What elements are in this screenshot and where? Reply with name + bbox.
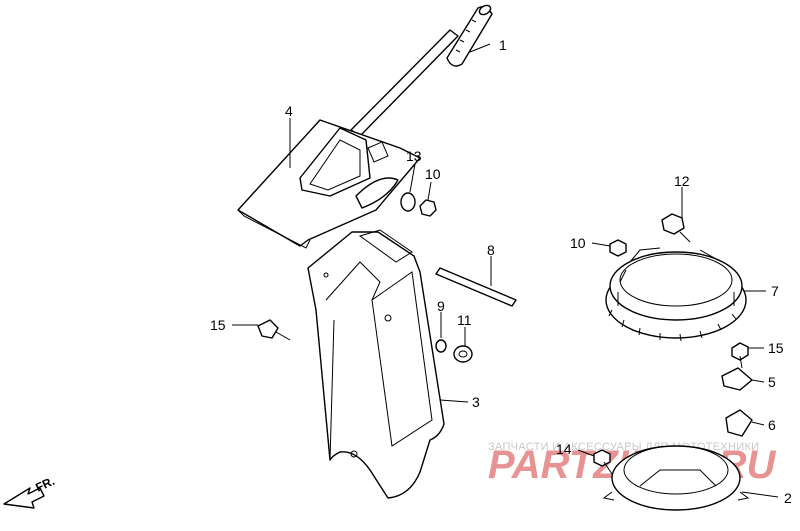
callout-12: 12 (674, 173, 690, 189)
leader-lines (232, 43, 779, 498)
callout-14: 14 (556, 441, 572, 457)
part-3-chute[interactable] (307, 229, 445, 499)
clip-5 (721, 367, 753, 391)
part-8-cable[interactable] (435, 267, 517, 307)
washer-13 (400, 192, 416, 212)
callouts: 1 2 3 4 5 6 7 8 9 10 10 11 12 13 14 15 1… (210, 37, 792, 506)
bolt-15-right (731, 342, 749, 361)
washer-9 (435, 339, 447, 353)
callout-10-right: 10 (570, 235, 586, 251)
callout-8: 8 (487, 242, 495, 258)
callout-3: 3 (472, 394, 480, 410)
bolt-12 (661, 213, 685, 235)
nut-10-right (609, 239, 627, 257)
callout-6: 6 (768, 417, 776, 433)
callout-2: 2 (784, 490, 792, 506)
clamp-6 (725, 409, 753, 437)
callout-9: 9 (437, 298, 445, 314)
front-arrow-icon (3, 487, 45, 509)
callout-1: 1 (499, 37, 507, 53)
bolt-14 (593, 449, 611, 467)
front-direction-indicator: FR. (3, 474, 57, 509)
front-label: FR. (33, 474, 56, 495)
callout-5: 5 (768, 374, 776, 390)
callout-15-left: 15 (210, 317, 226, 333)
callout-15-right: 15 (768, 340, 784, 356)
part-7-ring-gear[interactable] (605, 247, 747, 342)
part-1-grip[interactable] (446, 4, 493, 67)
callout-10-left: 10 (425, 166, 441, 182)
part-2-base-plate[interactable] (602, 445, 750, 511)
callout-7: 7 (771, 283, 779, 299)
callout-13: 13 (406, 148, 422, 164)
washer-11 (453, 345, 473, 363)
callout-11: 11 (457, 312, 472, 328)
fasteners (257, 192, 753, 475)
nut-10 (419, 199, 437, 217)
bolt-15-left (257, 319, 279, 339)
part-4-deflector[interactable] (237, 29, 459, 249)
callout-4: 4 (285, 103, 293, 119)
